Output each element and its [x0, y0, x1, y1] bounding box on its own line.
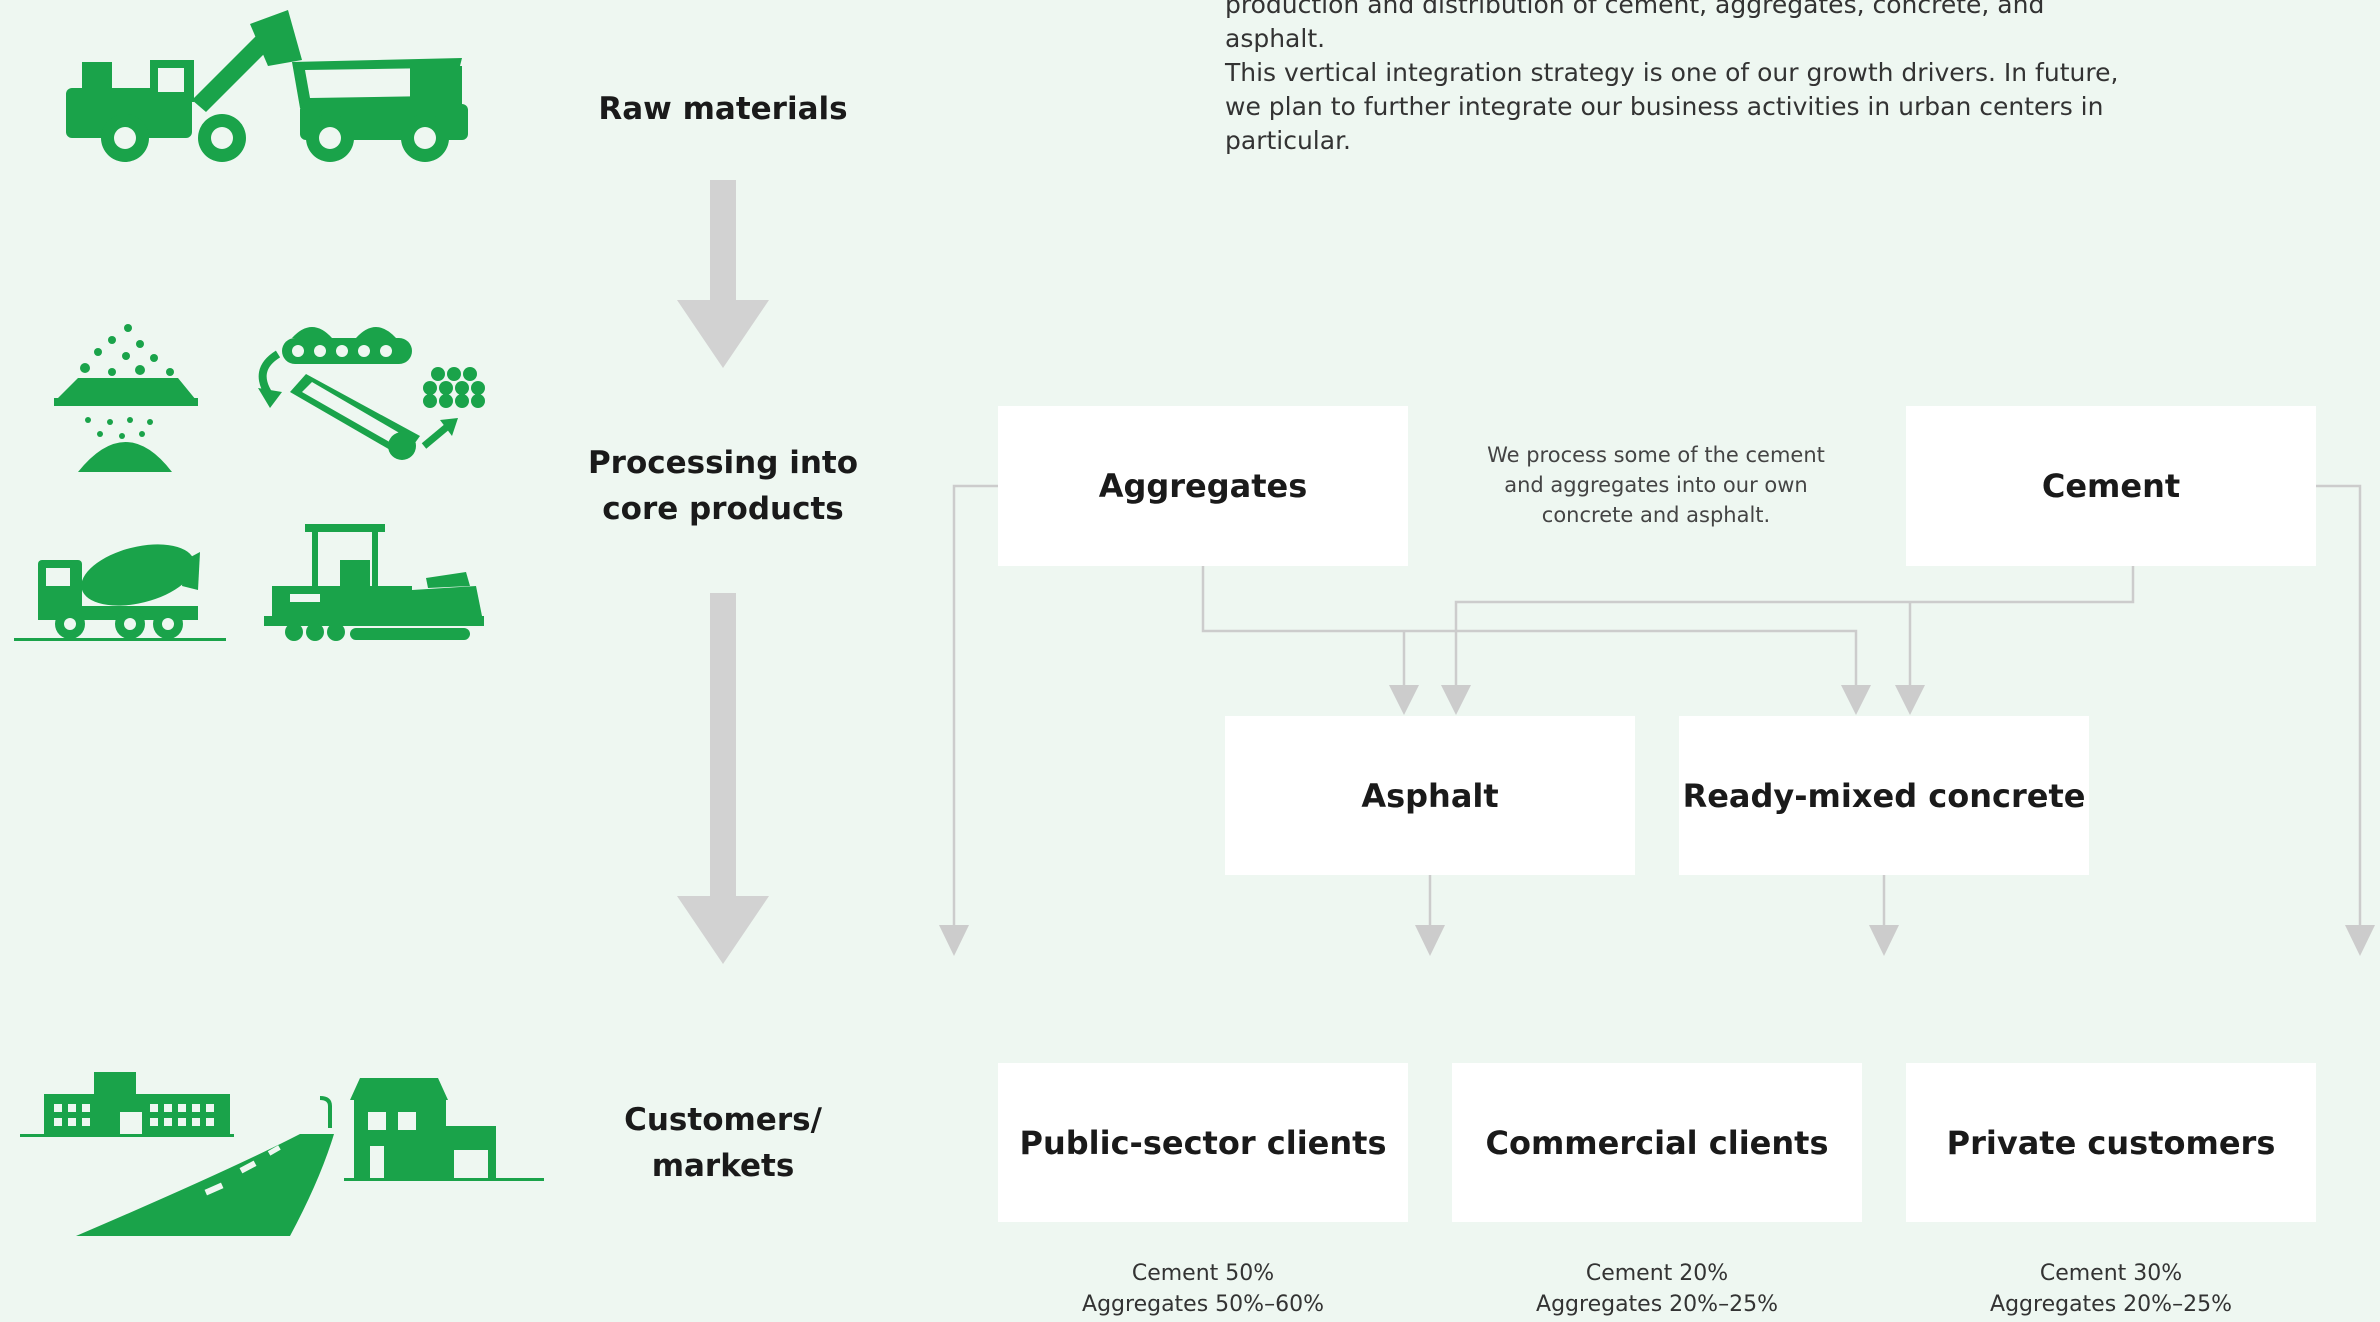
public-sector-clients-box: Public-sector clients [998, 1063, 1408, 1222]
ready-mixed-concrete-label: Ready-mixed concrete [1682, 776, 2086, 815]
concrete-mixer-truck-icon [14, 544, 226, 641]
stage-label-text: Raw materials [598, 91, 848, 127]
cement-box: Cement [1906, 406, 2316, 566]
note-line: We process some of the cement [1487, 443, 1825, 467]
share-aggregates: Aggregates 20%–25% [1536, 1292, 1778, 1317]
cement-label: Cement [2041, 467, 2181, 505]
share-cement: Cement 30% [2039, 1261, 2183, 1286]
commercial-shares: Cement 20% Aggregates 20%–25% [1452, 1258, 1862, 1320]
dump-truck-icon [292, 58, 468, 162]
intro-paragraph: production and distribution of cement, a… [1225, 0, 2145, 158]
private-customers-label: Private customers [1946, 1123, 2276, 1162]
note-line: concrete and asphalt. [1541, 503, 1771, 527]
stage-label-text: Customers/ [624, 1102, 822, 1138]
stage-arrow-2 [677, 593, 769, 964]
commercial-clients-label: Commercial clients [1485, 1123, 1829, 1162]
aggregates-box: Aggregates [998, 406, 1408, 566]
asphalt-paver-icon [264, 524, 484, 641]
tractor-icon [66, 10, 302, 162]
sieve-sand-icon [54, 324, 198, 472]
buildings-icon [20, 1072, 234, 1137]
asphalt-box: Asphalt [1225, 716, 1635, 875]
asphalt-label: Asphalt [1361, 776, 1499, 815]
connector-lines [952, 484, 2362, 925]
road-icon [76, 1096, 334, 1236]
public-sector-shares: Cement 50% Aggregates 50%–60% [998, 1258, 1408, 1320]
stage-label-text: Processing into [587, 445, 859, 481]
conveyor-kiln-icon [258, 327, 485, 460]
private-customers-box: Private customers [1906, 1063, 2316, 1222]
share-cement: Cement 20% [1585, 1261, 1729, 1286]
share-aggregates: Aggregates 50%–60% [1082, 1292, 1324, 1317]
house-icon [344, 1078, 544, 1181]
ready-mixed-concrete-box: Ready-mixed concrete [1679, 716, 2089, 875]
intro-line: This vertical integration strategy is on… [1225, 58, 2119, 87]
share-cement: Cement 50% [1131, 1261, 1275, 1286]
aggregates-label: Aggregates [1098, 467, 1308, 505]
intro-line: particular. [1225, 126, 1352, 155]
stage-label-text: core products [602, 491, 844, 527]
share-aggregates: Aggregates 20%–25% [1990, 1292, 2232, 1317]
stage-label-raw-materials: Raw materials [573, 86, 873, 132]
commercial-clients-box: Commercial clients [1452, 1063, 1862, 1222]
intro-line: we plan to further integrate our busines… [1225, 92, 2104, 121]
stage-label-customers: Customers/ markets [573, 1097, 873, 1189]
stage-label-processing: Processing into core products [573, 440, 873, 532]
connector-arrowheads [939, 685, 2375, 956]
public-sector-clients-label: Public-sector clients [1019, 1123, 1387, 1162]
intro-line: production and distribution of cement, a… [1225, 0, 2045, 53]
processing-note: We process some of the cement and aggreg… [1446, 440, 1866, 530]
stage-label-text: markets [651, 1148, 795, 1184]
stage-arrow-1 [677, 180, 769, 368]
private-shares: Cement 30% Aggregates 20%–25% [1906, 1258, 2316, 1320]
note-line: and aggregates into our own [1504, 473, 1808, 497]
